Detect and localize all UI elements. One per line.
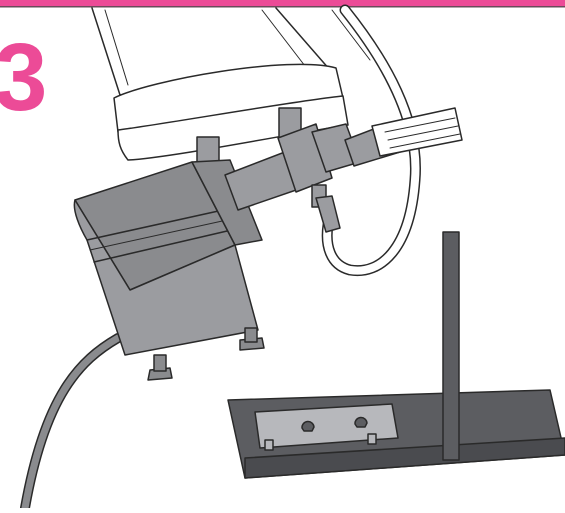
mounting-base [228,390,565,478]
top-border [0,0,565,8]
mounting-post [443,232,459,460]
power-cord [25,338,118,508]
step-number: 3 [0,30,45,126]
